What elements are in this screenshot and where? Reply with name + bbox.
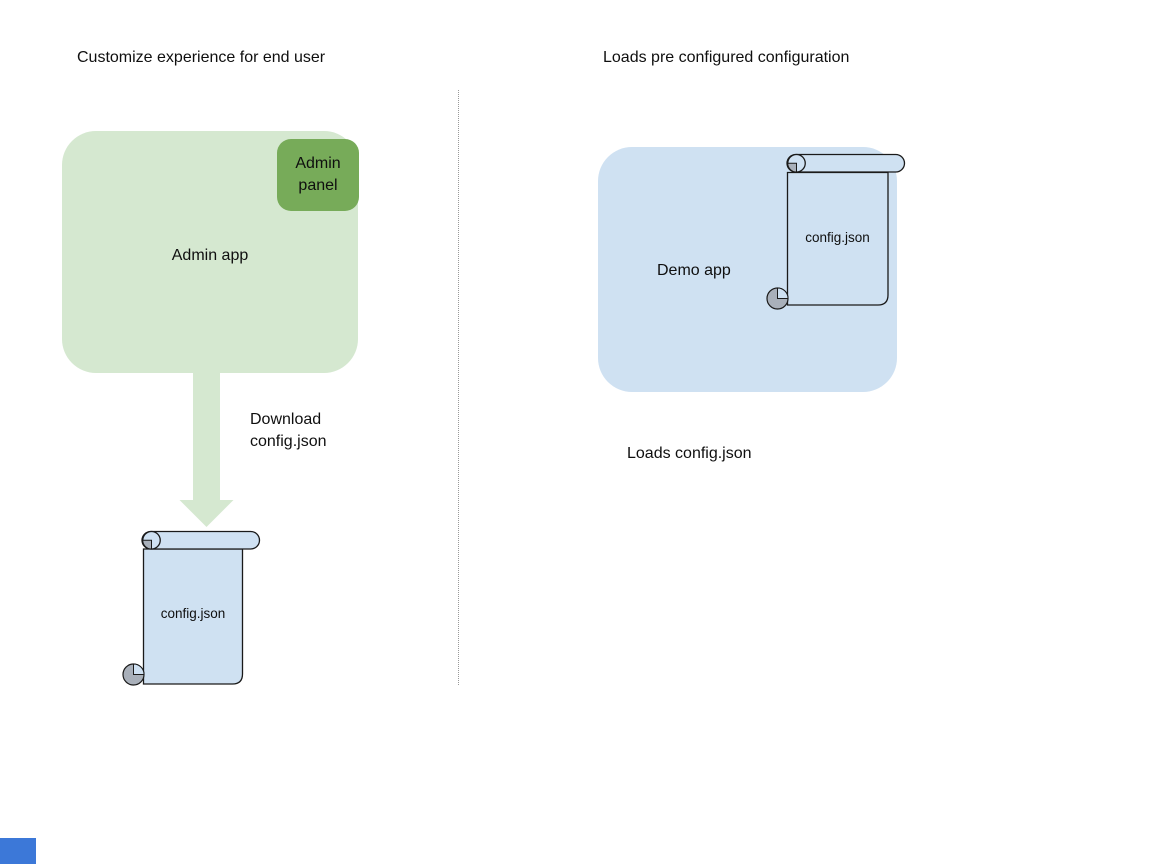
download-arrow-icon [179, 371, 234, 527]
section-divider [458, 90, 459, 685]
download-arrow-label: Download config.json [250, 411, 327, 450]
admin-app-label: Admin app [171, 247, 249, 264]
admin-panel-box: Admin panel [277, 139, 359, 211]
demo-app-box [598, 147, 897, 392]
left-section-title: Customize experience for end user [77, 49, 326, 66]
config-file-label-right: config.json [805, 230, 870, 245]
loads-config-caption: Loads config.json [627, 445, 752, 462]
partial-blue-square [0, 838, 36, 864]
right-section-title: Loads pre configured configuration [603, 49, 850, 66]
admin-panel-label: Admin panel [295, 155, 341, 194]
demo-app-label: Demo app [657, 262, 731, 279]
config-file-label-left: config.json [160, 606, 226, 621]
